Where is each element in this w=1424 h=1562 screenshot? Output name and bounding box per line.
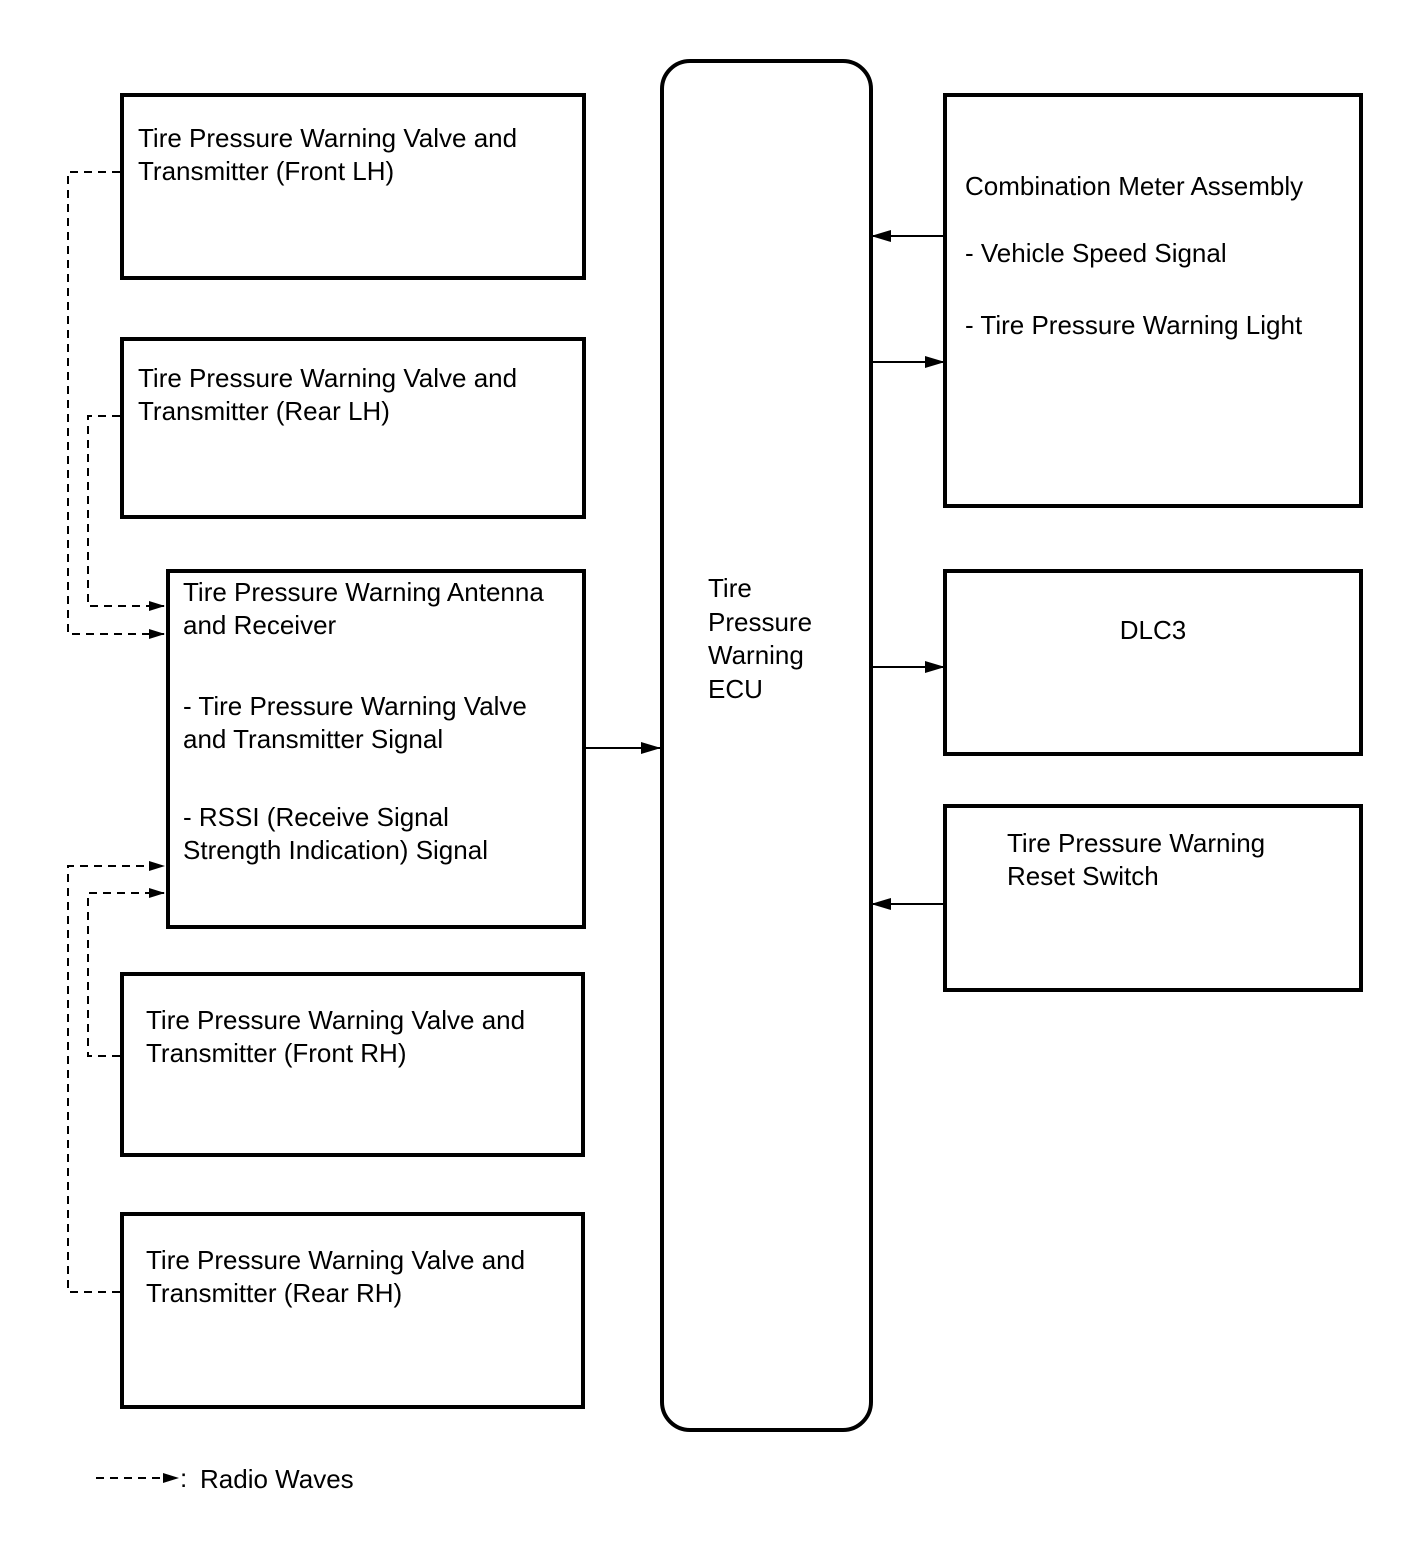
radio-wave-rear-lh — [87, 415, 165, 611]
box-antenna-receiver: Tire Pressure Warning Antenna and Receiv… — [166, 569, 586, 929]
rear-lh-label: Tire Pressure Warning Valve and Transmit… — [138, 363, 518, 426]
ecu-label: Tire Pressure Warning ECU — [708, 573, 813, 704]
legend-label: Radio Waves — [200, 1464, 354, 1494]
box-rear-lh-transmitter: Tire Pressure Warning Valve and Transmit… — [120, 337, 586, 519]
radio-wave-front-rh — [87, 888, 165, 1057]
antenna-signal-1: - Tire Pressure Warning Valve and Transm… — [183, 691, 527, 754]
front-lh-label: Tire Pressure Warning Valve and Transmit… — [138, 123, 518, 186]
box-front-lh-transmitter: Tire Pressure Warning Valve and Transmit… — [120, 93, 586, 280]
antenna-signal-2: - RSSI (Receive Signal Strength Indicati… — [183, 802, 488, 865]
combination-meter-signal-1: - Vehicle Speed Signal — [965, 238, 1227, 268]
dlc3-label: DLC3 — [1119, 615, 1187, 645]
box-combination-meter: Combination Meter Assembly - Vehicle Spe… — [943, 93, 1363, 508]
radio-wave-front-lh — [67, 171, 165, 639]
combination-meter-title: Combination Meter Assembly — [965, 171, 1304, 201]
box-rear-rh-transmitter: Tire Pressure Warning Valve and Transmit… — [120, 1212, 585, 1409]
front-rh-label: Tire Pressure Warning Valve and Transmit… — [146, 1005, 526, 1068]
rear-rh-label: Tire Pressure Warning Valve and Transmit… — [146, 1245, 526, 1308]
legend-separator: : — [180, 1463, 188, 1493]
reset-switch-label: Tire Pressure Warning Reset Switch — [1007, 828, 1266, 891]
box-front-rh-transmitter: Tire Pressure Warning Valve and Transmit… — [120, 972, 585, 1157]
box-tire-pressure-warning-ecu: Tire Pressure Warning ECU — [660, 59, 873, 1432]
box-reset-switch: Tire Pressure Warning Reset Switch — [943, 804, 1363, 992]
radio-wave-rear-rh — [67, 861, 165, 1293]
box-dlc3: DLC3 — [943, 569, 1363, 756]
combination-meter-signal-2: - Tire Pressure Warning Light — [965, 310, 1303, 340]
antenna-title: Tire Pressure Warning Antenna and Receiv… — [183, 577, 544, 640]
